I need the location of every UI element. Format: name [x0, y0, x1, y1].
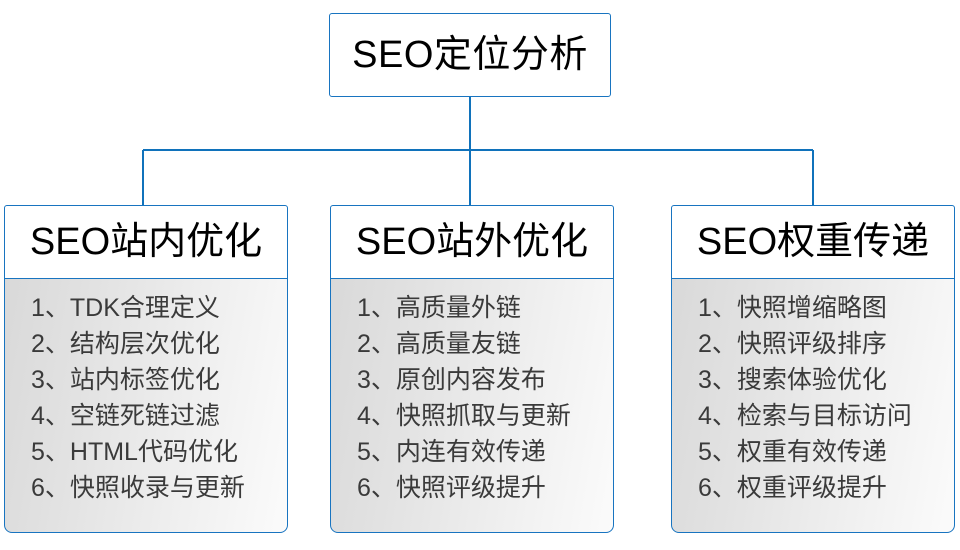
branch-title-3: SEO权重传递 [696, 221, 930, 263]
list-item: 1、高质量外链 [357, 294, 521, 323]
list-item: 6、权重评级提升 [698, 474, 887, 503]
branch-column-2: SEO站外优化 1、高质量外链 2、高质量友链 3、原创内容发布 4、快照抓取与… [330, 205, 614, 534]
list-item: 1、快照增缩略图 [698, 294, 887, 323]
list-item: 2、高质量友链 [357, 330, 521, 359]
branch-title-1: SEO站内优化 [29, 221, 263, 263]
branch-body-3: 1、快照增缩略图 2、快照评级排序 3、搜索体验优化 4、检索与目标访问 5、权… [671, 277, 955, 534]
branch-header-1: SEO站内优化 [4, 205, 288, 279]
list-item: 3、原创内容发布 [357, 366, 546, 395]
list-item: 5、HTML代码优化 [31, 438, 238, 467]
list-item: 5、权重有效传递 [698, 438, 887, 467]
branch-title-2: SEO站外优化 [355, 221, 589, 263]
branch-column-1: SEO站内优化 1、TDK合理定义 2、结构层次优化 3、站内标签优化 4、空链… [4, 205, 288, 534]
list-item: 4、快照抓取与更新 [357, 402, 571, 431]
branch-header-3: SEO权重传递 [671, 205, 955, 279]
list-item: 1、TDK合理定义 [31, 294, 220, 323]
list-item: 3、站内标签优化 [31, 366, 220, 395]
list-item: 3、搜索体验优化 [698, 366, 887, 395]
branch-body-1: 1、TDK合理定义 2、结构层次优化 3、站内标签优化 4、空链死链过滤 5、H… [4, 277, 288, 534]
branch-list-2: 1、高质量外链 2、高质量友链 3、原创内容发布 4、快照抓取与更新 5、内连有… [357, 290, 613, 506]
branch-list-1: 1、TDK合理定义 2、结构层次优化 3、站内标签优化 4、空链死链过滤 5、H… [31, 290, 287, 506]
branch-header-2: SEO站外优化 [330, 205, 614, 279]
list-item: 5、内连有效传递 [357, 438, 546, 467]
list-item: 4、空链死链过滤 [31, 402, 220, 431]
list-item: 2、结构层次优化 [31, 330, 220, 359]
list-item: 2、快照评级排序 [698, 330, 887, 359]
list-item: 4、检索与目标访问 [698, 402, 912, 431]
branch-body-2: 1、高质量外链 2、高质量友链 3、原创内容发布 4、快照抓取与更新 5、内连有… [330, 277, 614, 534]
branch-list-3: 1、快照增缩略图 2、快照评级排序 3、搜索体验优化 4、检索与目标访问 5、权… [698, 290, 954, 506]
root-node-title: SEO定位分析 [352, 34, 588, 76]
list-item: 6、快照评级提升 [357, 474, 546, 503]
branch-column-3: SEO权重传递 1、快照增缩略图 2、快照评级排序 3、搜索体验优化 4、检索与… [671, 205, 955, 534]
root-node: SEO定位分析 [329, 13, 611, 97]
list-item: 6、快照收录与更新 [31, 474, 245, 503]
